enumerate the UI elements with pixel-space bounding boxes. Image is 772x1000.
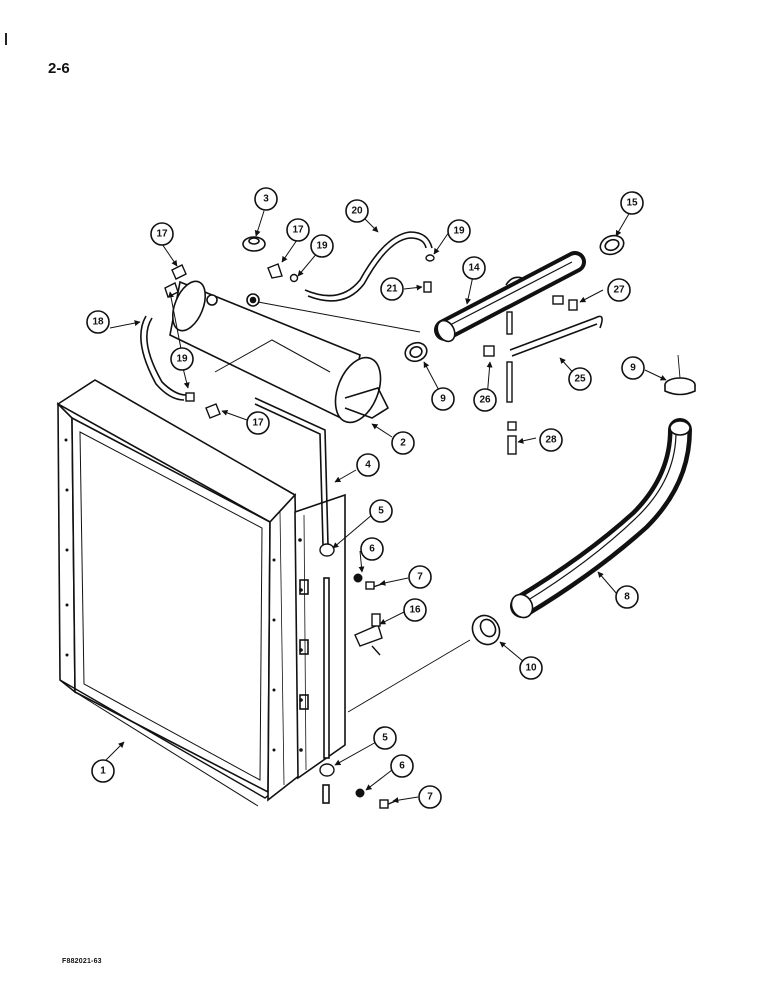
svg-text:25: 25 [574,374,586,385]
callout-26: 26 [473,388,497,412]
svg-text:7: 7 [417,572,423,583]
callout-9-lower-hose: 9 [621,356,645,380]
callout-10: 10 [519,656,543,680]
elbow-fitting-top [267,263,299,283]
svg-text:4: 4 [365,460,371,471]
svg-text:9: 9 [630,363,636,374]
callout-1: 1 [91,759,115,783]
callout-17-left: 17 [150,222,174,246]
fitting-26 [483,345,517,431]
callout-5-upper: 5 [369,499,393,523]
callout-17-lower: 17 [246,411,270,435]
hose-18 [140,315,187,401]
svg-text:18: 18 [92,317,104,328]
svg-text:16: 16 [409,605,421,616]
callout-28: 28 [539,428,563,452]
screw-lower [379,799,399,809]
tube-clamp-upper [319,543,335,557]
svg-text:19: 19 [316,241,328,252]
callout-8: 8 [615,585,639,609]
screw-upper [365,581,383,590]
figure-code: F882021-63 [62,958,102,965]
radiator-cap [242,236,266,252]
fitting-21 [423,281,432,293]
callout-9-tank: 9 [431,387,455,411]
fitting-17-lower [205,403,221,419]
small-hose-25 [509,315,603,357]
upper-hose-clamp [599,234,625,256]
drain-fitting [354,613,383,656]
svg-text:14: 14 [468,263,480,274]
svg-text:10: 10 [525,663,537,674]
margin-mark [5,33,7,45]
callout-6-lower: 6 [390,754,414,778]
callout-21: 21 [380,277,404,301]
svg-text:3: 3 [263,194,269,205]
callout-15: 15 [620,191,644,215]
svg-text:17: 17 [252,418,264,429]
surge-tank [169,280,421,424]
callout-2: 2 [391,431,415,455]
callout-5-lower: 5 [373,726,397,750]
svg-text:2: 2 [400,438,406,449]
callout-leaders [103,210,667,804]
callout-18: 18 [86,310,110,334]
hose-pieces [506,311,513,403]
svg-text:26: 26 [479,395,491,406]
svg-text:19: 19 [453,226,465,237]
fitting-19-top [425,254,435,262]
callout-27: 27 [607,278,631,302]
callout-25: 25 [568,367,592,391]
svg-text:8: 8 [624,592,630,603]
svg-text:6: 6 [369,544,375,555]
callout-4: 4 [356,453,380,477]
hose-elbow [505,276,523,286]
svg-text:9: 9 [440,394,446,405]
callout-19-right: 19 [447,219,471,243]
tank-hose-clamp [404,341,428,363]
callout-19-mid: 19 [310,234,334,258]
lower-hose-clamp-bottom [471,614,501,646]
callout-20: 20 [345,199,369,223]
callout-14: 14 [462,256,486,280]
fitting-27 [552,295,578,311]
callout-19-left: 19 [170,347,194,371]
callout-16: 16 [403,598,427,622]
svg-text:28: 28 [545,435,557,446]
upper-hose [434,251,586,343]
callout-17-top: 17 [286,218,310,242]
tube-clamp-lower [319,763,335,777]
callout-6-upper: 6 [360,537,384,561]
callout-7-lower: 7 [418,785,442,809]
callout-7-upper: 7 [408,565,432,589]
svg-text:6: 6 [399,761,405,772]
svg-text:20: 20 [351,206,363,217]
svg-text:21: 21 [386,284,398,295]
leader-lines [347,354,681,713]
svg-text:1: 1 [100,766,106,777]
svg-text:5: 5 [382,733,388,744]
svg-text:7: 7 [427,792,433,803]
page-number: 2-6 [48,60,70,77]
lower-hose [510,418,692,619]
svg-text:27: 27 [613,285,625,296]
overflow-hose [304,231,433,302]
svg-text:5: 5 [378,506,384,517]
washer-lower [355,788,365,798]
svg-text:19: 19 [176,354,188,365]
fitting-19-left [185,392,195,402]
radiator [56,379,346,807]
fitting-28 [507,435,517,455]
washer-upper [353,573,363,583]
vent-tube [254,397,330,804]
callout-3: 3 [254,187,278,211]
svg-text:17: 17 [292,225,304,236]
lower-hose-clamp-top [664,377,696,396]
svg-text:17: 17 [156,229,168,240]
svg-text:15: 15 [626,198,638,209]
